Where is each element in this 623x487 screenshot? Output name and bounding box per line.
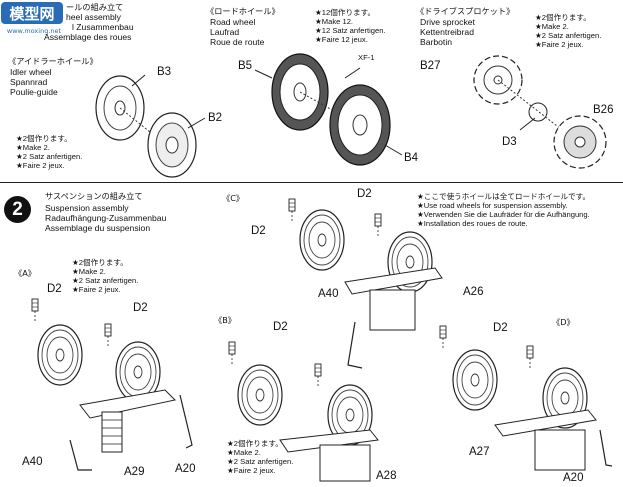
part-label-c-d2-top: D2 [357, 188, 372, 200]
idler-note-de: ★2 Satz anfertigen. [16, 152, 83, 161]
step2-title-fr: Assemblage du suspension [45, 223, 151, 233]
part-label-b-a28: A28 [376, 470, 397, 482]
suspension-b-drawing [228, 341, 379, 482]
suspension-d-drawing [439, 325, 613, 471]
part-label-d-a27: A27 [469, 446, 490, 458]
variant-a-tag: 《A》 [14, 268, 36, 278]
idler-title-de: Spannrad [10, 77, 48, 87]
variant-b-note-jp: ★2個作ります。 [227, 439, 283, 448]
step2-hint-en: ★Use road wheels for suspension assembly… [417, 201, 568, 210]
part-label-d3: D3 [502, 136, 517, 148]
sprocket-title-fr: Barbotin [420, 37, 453, 47]
part-label-a-d2-right: D2 [133, 302, 148, 314]
part-label-b-d2: D2 [273, 321, 288, 333]
part-label-a-a20: A20 [175, 463, 196, 475]
sprocket-title-jp: 《ドライブスプロケット》 [416, 6, 515, 16]
variant-a-note-de: ★2 Satz anfertigen. [72, 276, 139, 285]
road-wheel-drawing [254, 53, 403, 166]
variant-a-note-en: ★Make 2. [72, 267, 106, 276]
part-label-d-a20: A20 [563, 472, 584, 484]
variant-b-note-en: ★Make 2. [227, 448, 261, 457]
part-label-b26: B26 [593, 104, 614, 116]
part-label-a-a40: A40 [22, 456, 43, 468]
road-wheel-title-en: Road wheel [210, 17, 256, 27]
road-note-en: ★Make 12. [315, 17, 354, 26]
step1-title-jp: ールの組み立て [66, 2, 124, 12]
variant-b-note-fr: ★Faire 2 jeux. [227, 466, 276, 475]
step2-title-en: Suspension assembly [45, 203, 129, 213]
step-number-badge: 2 [4, 196, 31, 223]
road-wheel-title-de: Laufrad [210, 27, 240, 37]
variant-a-note-jp: ★2個作ります。 [72, 258, 128, 267]
step2-title-jp: サスペンションの組み立て [45, 191, 143, 201]
idler-wheel-drawing [95, 74, 206, 178]
idler-note-fr: ★Faire 2 jeux. [16, 161, 65, 170]
part-label-a-a29: A29 [124, 466, 145, 478]
part-label-a-d2-left: D2 [47, 283, 62, 295]
part-label-c-d2-left: D2 [251, 225, 266, 237]
variant-c-tag: 《C》 [222, 193, 245, 203]
idler-note-en: ★Make 2. [16, 143, 50, 152]
road-note-jp: ★12個作ります。 [315, 8, 376, 17]
section-divider [0, 182, 623, 183]
road-wheel-title-jp: 《ロードホイール》 [206, 6, 280, 16]
variant-a-note-fr: ★Faire 2 jeux. [72, 285, 121, 294]
step2-hint-fr: ★Installation des roues de route. [417, 219, 528, 228]
part-label-c-a40: A40 [318, 288, 339, 300]
idler-note-jp: ★2個作ります。 [16, 134, 72, 143]
step2-title-de: Radaufhängung-Zusammenbau [45, 213, 167, 223]
road-note-fr: ★Faire 12 jeux. [315, 35, 368, 44]
part-label-b2: B2 [208, 112, 223, 124]
svg-text:www.moxing.net: www.moxing.net [7, 27, 62, 35]
variant-d-tag: 《D》 [552, 317, 575, 327]
road-note-de: ★12 Satz anfertigen. [315, 26, 386, 35]
idler-title-fr: Poulie-guide [10, 87, 58, 97]
road-wheel-title-fr: Roue de route [210, 37, 265, 47]
sprocket-title-en: Drive sprocket [420, 17, 475, 27]
variant-b-note-de: ★2 Satz anfertigen. [227, 457, 294, 466]
site-logo: 模型网 www.moxing.net [0, 0, 78, 36]
sprocket-note-en: ★Make 2. [535, 22, 569, 31]
part-label-b27: B27 [420, 60, 441, 72]
part-label-b3: B3 [157, 66, 172, 78]
idler-title-en: Idler wheel [10, 67, 52, 77]
part-label-b4: B4 [404, 152, 419, 164]
paint-label-xf1: XF-1 [358, 53, 375, 62]
part-label-b5: B5 [238, 60, 253, 72]
step2-hint-jp: ★ここで使うホイールは全てロードホイールです。 [417, 192, 591, 201]
suspension-a-drawing [31, 298, 193, 471]
sprocket-note-fr: ★Faire 2 jeux. [535, 40, 584, 49]
idler-title-jp: 《アイドラーホイール》 [8, 56, 98, 66]
variant-b-tag: 《B》 [214, 315, 236, 325]
step1-title-fr: Assemblage des roues [44, 32, 132, 42]
step2-hint-de: ★Verwenden Sie die Laufräder für die Auf… [417, 210, 590, 219]
suspension-c-drawing [288, 198, 443, 369]
step1-title-en: heel assembly [66, 12, 121, 22]
part-label-c-a26: A26 [463, 286, 484, 298]
part-label-d-d2: D2 [493, 322, 508, 334]
sprocket-note-jp: ★2個作ります。 [535, 13, 591, 22]
step1-title-de: l Zusammenbau [72, 22, 134, 32]
sprocket-note-de: ★2 Satz anfertigen. [535, 31, 602, 40]
svg-text:模型网: 模型网 [9, 5, 54, 23]
sprocket-title-de: Kettentreibrad [420, 27, 474, 37]
drive-sprocket-drawing [473, 55, 607, 169]
